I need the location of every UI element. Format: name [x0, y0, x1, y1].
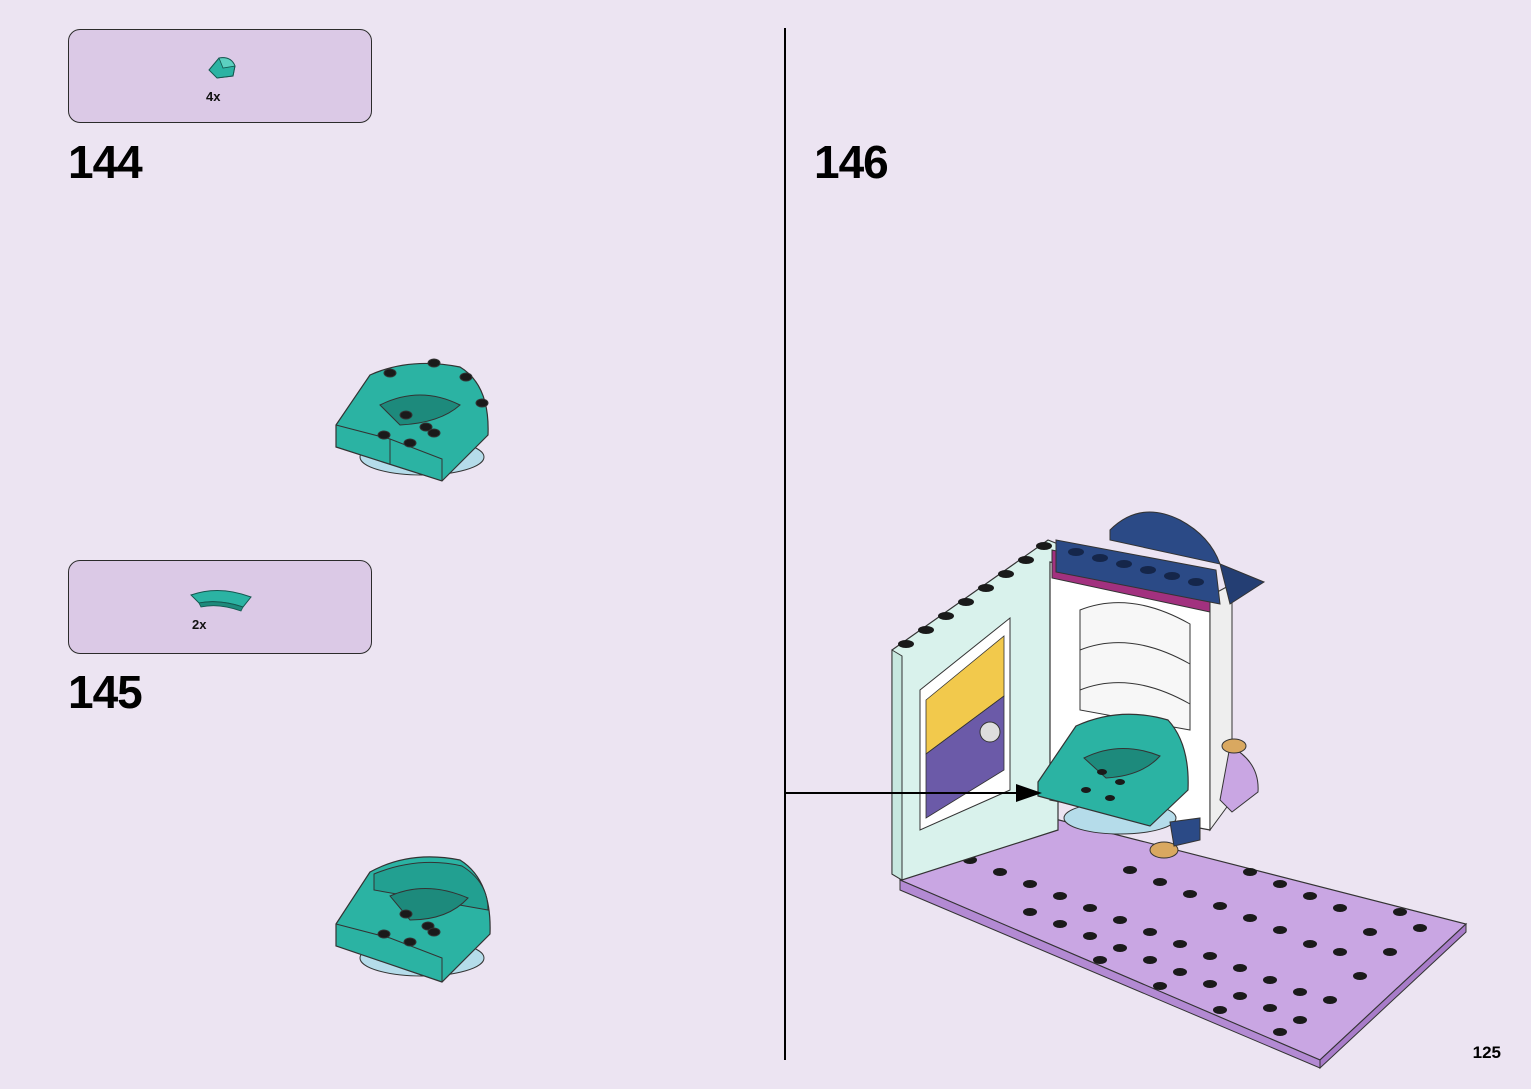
step-number-145: 145: [68, 666, 143, 718]
step-number-144: 144: [68, 136, 143, 188]
page-number: 125: [1472, 1043, 1501, 1062]
column-divider: [784, 28, 786, 1060]
teal-curved-arch-icon: [190, 590, 252, 612]
room-assembly-step-146: [786, 511, 1468, 1070]
step-number-146: 146: [814, 136, 889, 188]
armchair-assembly-step-145: [335, 856, 491, 983]
parts-callout-145: 2x: [68, 560, 372, 654]
part-quantity-145: 2x: [192, 617, 207, 632]
armchair-assembly-step-144: [335, 358, 489, 482]
teal-curved-slope-icon: [208, 57, 236, 79]
parts-callout-144: 4x: [68, 29, 372, 123]
part-quantity-144: 4x: [206, 89, 221, 104]
